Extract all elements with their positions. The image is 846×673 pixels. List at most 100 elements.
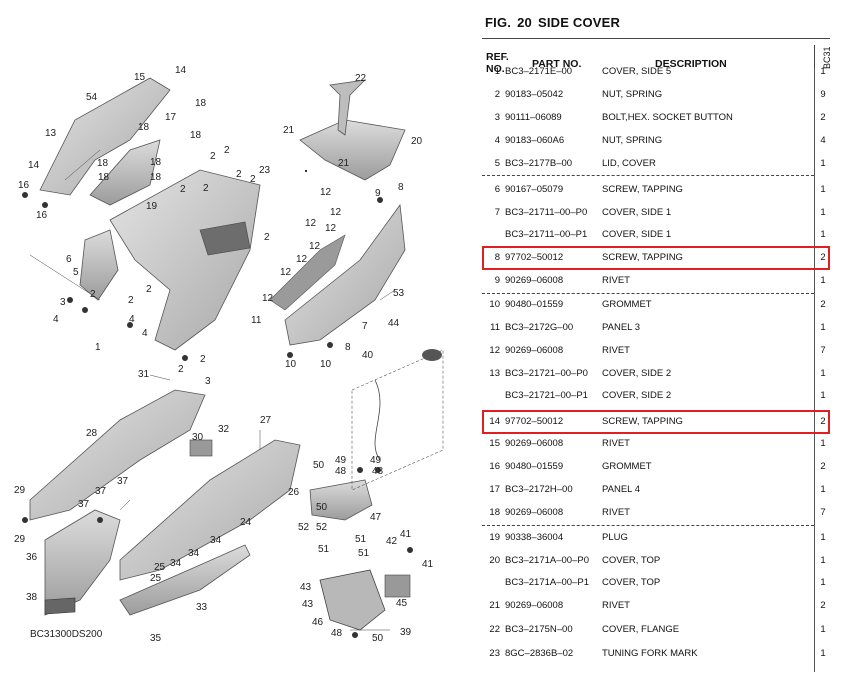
- description-cell: COVER, SIDE 1: [602, 229, 672, 240]
- description-cell: RIVET: [602, 507, 630, 518]
- header-part-no: PART NO.: [532, 58, 582, 70]
- cover-side-1-part: [284, 203, 406, 346]
- callout-29: 29: [14, 485, 26, 496]
- panel-3-part: [269, 234, 346, 311]
- description-cell: RIVET: [602, 345, 630, 356]
- callout-49: 49: [370, 455, 382, 466]
- callout-labels: 15 14 54 18 17 18 18 13 14 18 18 18 18 1…: [14, 65, 434, 644]
- description-cell: SCREW, TAPPING: [602, 184, 683, 195]
- part-no-cell: 90183–05042: [505, 89, 564, 100]
- part-no-cell: 90269–06008: [505, 600, 564, 611]
- callout-52: 52: [298, 522, 310, 533]
- callout-18: 18: [150, 157, 162, 168]
- callout-51: 51: [358, 548, 370, 559]
- callout-13: 13: [45, 128, 57, 139]
- exploded-parts-diagram: 15 14 54 18 17 18 18 13 14 18 18 18 18 1…: [14, 65, 444, 644]
- callout-28: 28: [86, 428, 98, 439]
- quantity-cell: 1: [820, 368, 826, 379]
- quantity-cell: 1: [820, 624, 826, 635]
- quantity-cell: 1: [820, 555, 826, 566]
- callout-24: 24: [240, 517, 252, 528]
- callout-48: 48: [331, 628, 343, 639]
- quantity-cell: 1: [820, 532, 826, 543]
- callout-39: 39: [400, 627, 412, 638]
- callout-26: 26: [288, 487, 300, 498]
- callout-2: 2: [200, 354, 206, 365]
- callout-49: 49: [335, 455, 347, 466]
- callout-25: 25: [150, 573, 162, 584]
- tuning-fork-mark-part: [44, 597, 76, 615]
- header-description: DESCRIPTION: [655, 58, 727, 70]
- quantity-cell: 2: [820, 461, 826, 472]
- description-cell: SCREW, TAPPING: [602, 252, 683, 263]
- callout-16: 16: [18, 180, 30, 191]
- highlight-box-row-14: [482, 410, 830, 434]
- callout-12: 12: [296, 254, 308, 265]
- group-separator: [482, 175, 814, 176]
- callout-33: 33: [196, 602, 208, 613]
- quantity-cell: 2: [820, 299, 826, 310]
- part-no-cell: BC3–21711–00–P0: [505, 207, 588, 218]
- callout-51: 51: [355, 534, 367, 545]
- quantity-cell: 1: [820, 484, 826, 495]
- callout-12: 12: [262, 293, 274, 304]
- description-cell: BOLT,HEX. SOCKET BUTTON: [602, 112, 733, 123]
- callout-10: 10: [320, 359, 332, 370]
- callout-2: 2: [146, 284, 152, 295]
- part-no-cell: 90269–06008: [505, 275, 564, 286]
- callout-18: 18: [138, 122, 150, 133]
- part-no-cell: 90111–06089: [505, 112, 562, 123]
- ref-no-cell: 9: [494, 275, 500, 286]
- callout-18: 18: [195, 98, 207, 109]
- callout-2: 2: [210, 151, 216, 162]
- ref-no-cell: 4: [494, 135, 500, 146]
- callout-40: 40: [362, 350, 374, 361]
- ref-no-cell: 15: [489, 438, 500, 449]
- ref-no-cell: 11: [490, 322, 500, 333]
- cover-top-part: [299, 119, 406, 181]
- description-cell: TUNING FORK MARK: [602, 648, 698, 659]
- callout-3: 3: [60, 297, 66, 308]
- part-no-cell: BC3–21711–00–P1: [505, 229, 588, 240]
- callout-12: 12: [330, 207, 342, 218]
- cover-side-2-part: [39, 77, 171, 196]
- highlight-box-row-8: [482, 246, 830, 270]
- callout-47: 47: [370, 512, 382, 523]
- description-cell: COVER, SIDE 2: [602, 390, 672, 401]
- quantity-cell: 7: [820, 507, 826, 518]
- callout-18: 18: [150, 172, 162, 183]
- ref-no-cell: 18: [489, 507, 500, 518]
- callout-45: 45: [396, 598, 408, 609]
- ref-no-cell: 16: [489, 461, 500, 472]
- callout-2: 2: [180, 184, 186, 195]
- ref-no-cell: 7: [494, 207, 500, 218]
- callout-18: 18: [98, 172, 110, 183]
- callout-4: 4: [53, 314, 59, 325]
- ref-no-cell: 1: [494, 66, 500, 77]
- ref-no-cell: 5: [494, 158, 500, 169]
- callout-8: 8: [398, 182, 404, 193]
- description-cell: NUT, SPRING: [602, 135, 663, 146]
- description-cell: COVER, SIDE 1: [602, 207, 672, 218]
- callout-8: 8: [345, 342, 351, 353]
- callout-25: 25: [154, 562, 166, 573]
- cover-flange-part: [329, 79, 367, 136]
- part-no-cell: 90338–36004: [505, 532, 564, 543]
- callout-2: 2: [203, 183, 209, 194]
- callout-29: 29: [14, 534, 26, 545]
- part-no-cell: BC3–2175N–00: [505, 624, 573, 635]
- callout-53: 53: [393, 288, 405, 299]
- callout-12: 12: [309, 241, 321, 252]
- callout-6: 6: [66, 254, 72, 265]
- description-cell: COVER, TOP: [602, 555, 661, 566]
